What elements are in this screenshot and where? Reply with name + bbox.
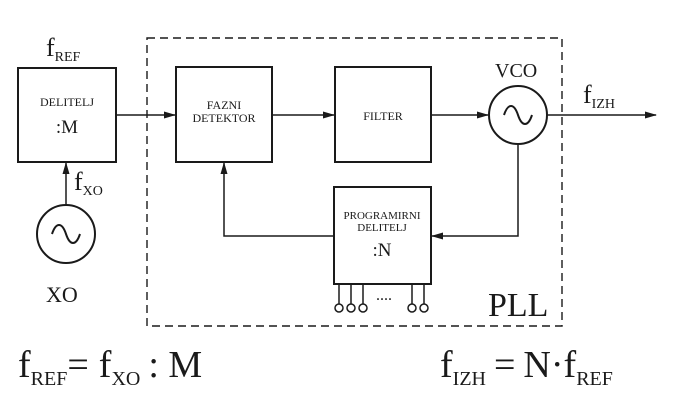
svg-text:FAZNI: FAZNI (207, 98, 241, 112)
svg-text:PROGRAMIRNI: PROGRAMIRNI (343, 210, 420, 222)
xo-label: XO (46, 282, 78, 307)
pins-ellipsis: .... (376, 287, 392, 304)
pll-boundary (146, 37, 563, 327)
divider-to-detector-feedback (220, 162, 334, 237)
equation-fref: fREF=fXO: M (18, 344, 202, 390)
svg-text::N: :N (373, 240, 392, 261)
equation-fizh: fIZH=N·fREF (440, 344, 613, 390)
svg-text::M: :M (56, 117, 78, 138)
programirni-delitelj-block: PROGRAMIRNI DELITELJ :N (333, 186, 432, 285)
svg-text:fIZH=N·fREF: fIZH=N·fREF (440, 344, 613, 390)
vco-oscillator (488, 85, 548, 145)
xo-oscillator (36, 204, 96, 264)
svg-text:fREF: fREF (46, 33, 81, 65)
svg-text:DETEKTOR: DETEKTOR (192, 111, 255, 125)
fref-label: fREF (46, 33, 81, 65)
vco-label: VCO (495, 60, 537, 82)
programming-pins (334, 285, 429, 313)
fazni-detektor-block: FAZNI DETEKTOR (175, 66, 273, 163)
sine-icon (51, 224, 81, 244)
pll-label: PLL (488, 287, 548, 324)
svg-text:fREF=fXO: M: fREF=fXO: M (18, 344, 202, 390)
filter-block: FILTER (334, 66, 432, 163)
vco-feedback-line (431, 144, 519, 240)
fxo-label: fXO (74, 167, 103, 199)
fizh-label: fIZH (583, 80, 615, 112)
svg-text:DELITELJ: DELITELJ (357, 222, 407, 234)
svg-text:DELITELJ: DELITELJ (40, 95, 94, 109)
sine-icon (503, 105, 533, 125)
svg-text:FILTER: FILTER (363, 109, 403, 123)
delitelj-m-block: DELITELJ :M (17, 67, 117, 163)
